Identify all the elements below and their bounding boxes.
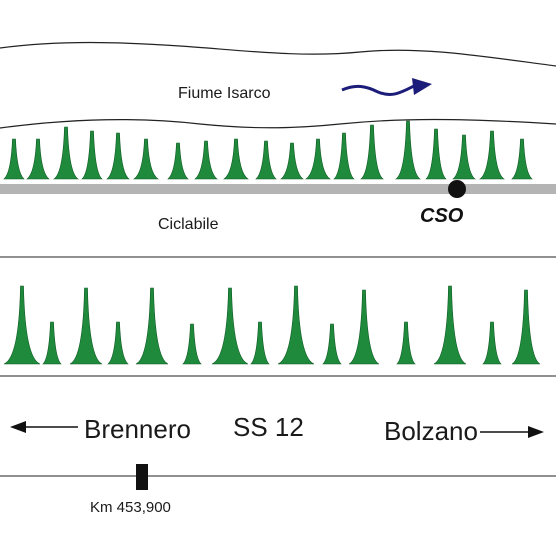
arrow-right-icon	[480, 426, 544, 438]
bike-path-label: Ciclabile	[158, 216, 219, 233]
tree-icon	[26, 138, 50, 180]
tree-icon	[277, 285, 315, 365]
tree-icon	[425, 128, 447, 180]
tree-icon	[81, 130, 103, 180]
tree-icon	[167, 142, 189, 180]
direction-right-label: Bolzano	[384, 416, 478, 446]
tree-icon	[255, 140, 277, 180]
bike-path	[0, 184, 556, 194]
road-name-label: SS 12	[233, 412, 304, 442]
river-label: Fiume Isarco	[178, 85, 271, 102]
tree-icon	[194, 140, 218, 180]
roadside-tree-row	[3, 285, 541, 365]
tree-icon	[511, 138, 533, 180]
tree-icon	[42, 321, 62, 365]
river-lower-bank	[0, 118, 556, 129]
tree-icon	[333, 132, 355, 180]
tree-icon	[182, 323, 202, 365]
tree-icon	[211, 287, 249, 365]
tree-icon	[433, 285, 467, 365]
tree-icon	[452, 134, 476, 180]
tree-icon	[482, 321, 502, 365]
tree-icon	[395, 120, 421, 180]
tree-icon	[3, 138, 25, 180]
tree-icon	[479, 130, 505, 180]
tree-icon	[322, 323, 342, 365]
tree-icon	[69, 287, 103, 365]
river-upper-bank	[0, 41, 556, 67]
tree-icon	[135, 287, 169, 365]
cso-point-icon	[448, 180, 466, 198]
tree-icon	[396, 321, 416, 365]
flow-arrow-icon	[341, 78, 432, 96]
cso-label: CSO	[420, 205, 464, 227]
tree-icon	[348, 289, 380, 365]
tree-icon	[106, 132, 130, 180]
arrow-left-icon	[10, 421, 78, 433]
riparian-tree-row	[3, 120, 533, 180]
tree-icon	[250, 321, 270, 365]
direction-left-label: Brennero	[84, 414, 191, 444]
tree-icon	[511, 289, 541, 365]
tree-icon	[3, 285, 41, 365]
tree-icon	[53, 126, 79, 180]
tree-icon	[280, 142, 304, 180]
tree-icon	[133, 138, 159, 180]
tree-icon	[305, 138, 331, 180]
tree-icon	[223, 138, 249, 180]
tree-icon	[360, 124, 384, 180]
km-marker-icon	[136, 464, 148, 490]
km-marker-label: Km 453,900	[90, 499, 171, 516]
tree-icon	[107, 321, 129, 365]
